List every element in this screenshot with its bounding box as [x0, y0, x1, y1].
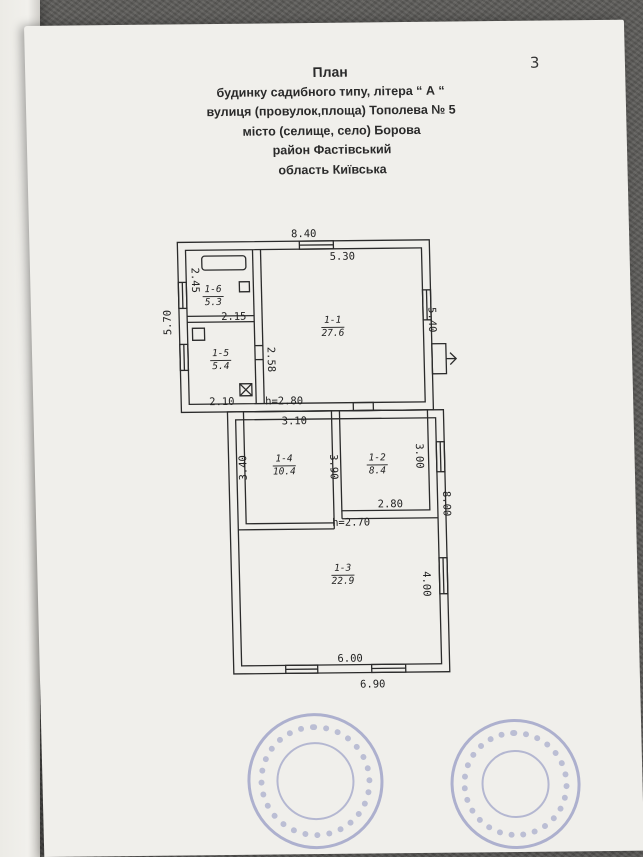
room-area: 5.3 [204, 296, 223, 309]
room-label-1-5: 1-5 5.4 [209, 347, 232, 373]
room-area: 5.4 [212, 360, 230, 373]
floor-plan-drawing [176, 239, 458, 675]
document-page: 3 План будинку садибного типу, літера “ … [24, 19, 643, 857]
dim-right-lower: 8.00 [440, 490, 453, 517]
room-label-1-4: 1-4 10.4 [272, 453, 296, 478]
room-id: 1-1 [321, 314, 345, 328]
room-label-1-6: 1-6 5.3 [202, 283, 224, 309]
dim-right-upper: 5.40 [425, 307, 439, 333]
dim-height-2-70: h=2.70 [332, 516, 371, 529]
room-label-1-2: 1-2 8.4 [366, 452, 388, 477]
room-id: 1-5 [209, 347, 232, 362]
room-label-1-1: 1-1 27.6 [321, 314, 345, 340]
dim-2-45: 2.45 [188, 267, 202, 293]
room-area: 27.6 [321, 327, 345, 339]
dim-3-90: 3.90 [327, 454, 340, 480]
dim-2-15: 2.15 [220, 310, 247, 323]
dim-3-10: 3.10 [281, 415, 308, 428]
room-area: 22.9 [331, 575, 355, 587]
room-area: 8.4 [368, 465, 387, 477]
room-id: 1-2 [366, 452, 388, 466]
room-area: 10.4 [272, 466, 296, 478]
dim-height-2-80: h=2.80 [265, 395, 304, 408]
dim-2-58: 2.58 [264, 346, 278, 373]
dim-top-inner: 5.30 [329, 250, 356, 263]
dim-2-80: 2.80 [377, 498, 404, 511]
room-id: 1-3 [331, 562, 355, 576]
room-id: 1-6 [202, 283, 224, 298]
room-id: 1-4 [272, 453, 296, 467]
dim-bottom-inner: 6.00 [337, 652, 363, 665]
dim-top-total: 8.40 [290, 227, 317, 241]
room-label-1-3: 1-3 22.9 [331, 562, 355, 588]
dim-left-total: 5.70 [161, 309, 175, 336]
dim-3-40: 3.40 [237, 455, 250, 481]
dim-2-10: 2.10 [209, 395, 235, 409]
dim-3-00: 3.00 [412, 443, 426, 469]
dim-bottom-total: 6.90 [359, 678, 386, 691]
dim-4-00: 4.00 [419, 571, 433, 597]
